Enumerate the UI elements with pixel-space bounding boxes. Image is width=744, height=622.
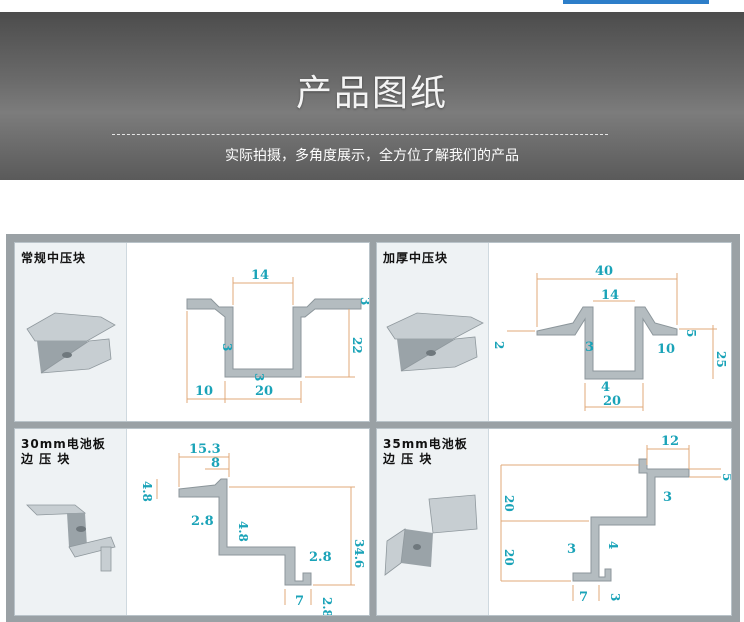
dim-flange-3: 3: [358, 297, 370, 305]
dim-upper-20: 20: [502, 495, 516, 512]
dim-overall-40: 40: [595, 264, 613, 279]
dim-foot-h-2-8: 2.8: [320, 597, 334, 616]
dim-foot-2-8: 2.8: [309, 550, 332, 565]
dim-web-4: 4: [606, 541, 620, 549]
dim-top-15-3: 15.3: [189, 442, 221, 457]
drawing-panel-35mm-end-clamp: 35mm电池板 边 压 块 12 5 20 3 4 3 20 7 3: [376, 428, 732, 616]
drawing-panel-standard-mid-clamp: 常规中压块 14 3 3 22 3 10 20: [14, 242, 370, 422]
dimension-drawing: 15.3 8 4.8 2.8 4.8 34.6 2.8 7 2.8: [140, 442, 366, 616]
top-accent-bar: [563, 0, 709, 4]
dim-lip-2: 2: [492, 341, 506, 349]
dimension-drawing: 14 3 3 22 3 10 20: [186, 268, 370, 403]
dim-wall-3: 3: [220, 343, 234, 351]
panel-title: 35mm电池板 边 压 块: [383, 437, 468, 466]
panel-title: 30mm电池板 边 压 块: [21, 437, 106, 466]
dim-bottom-20: 20: [255, 384, 273, 399]
dim-height-25: 25: [714, 351, 728, 368]
banner-divider: [112, 134, 608, 135]
drawings-grid: 常规中压块 14 3 3 22 3 10 20: [6, 234, 740, 622]
dim-wall-3: 3: [585, 340, 594, 355]
dim-lower-20: 20: [502, 549, 516, 566]
drawing-panel-thick-mid-clamp: 加厚中压块 40 14 2 3 5 10 25 4 20: [376, 242, 732, 422]
dim-left-10: 10: [195, 384, 213, 399]
dim-side-10: 10: [657, 342, 675, 357]
banner-title: 产品图纸: [295, 73, 448, 114]
dimension-drawing: 12 5 20 3 4 3 20 7 3: [500, 434, 732, 605]
product-photo-area: [377, 243, 489, 421]
product-photo-area: [15, 243, 127, 421]
dim-foot-7: 7: [579, 590, 588, 605]
section-banner: 产品图纸 实际拍摄，多角度展示，全方位了解我们的产品: [0, 12, 744, 180]
dim-height-34-6: 34.6: [352, 539, 366, 568]
dim-top-12: 12: [661, 434, 679, 449]
dimension-drawing: 40 14 2 3 5 10 25 4 20: [492, 264, 728, 411]
clamp-photo-icon: [26, 312, 116, 374]
banner-subtitle: 实际拍摄，多角度展示，全方位了解我们的产品: [225, 148, 519, 164]
panel-title: 加厚中压块: [383, 251, 449, 265]
dim-upper-wall-3: 3: [663, 490, 672, 505]
clamp-photo-icon: [386, 312, 484, 372]
panel-title: 常规中压块: [21, 251, 87, 265]
dim-lip-5: 5: [720, 473, 732, 481]
dim-foot-7: 7: [295, 594, 304, 609]
dim-lip-4-8: 4.8: [140, 481, 154, 502]
clamp-photo-icon: [384, 494, 478, 576]
dim-slot-14: 14: [601, 288, 619, 303]
dim-height-22: 22: [350, 337, 364, 354]
dim-flange-5: 5: [684, 329, 698, 337]
drawing-panel-30mm-end-clamp: 30mm电池板 边 压 块 15.3 8 4.8 2.8 4.8 34.6 2.…: [14, 428, 370, 616]
dim-width-14: 14: [251, 268, 269, 283]
dim-base-4: 4: [601, 380, 610, 395]
dim-wall-2-8: 2.8: [191, 514, 214, 529]
dim-web-4-8: 4.8: [236, 521, 250, 542]
dim-lower-wall-3: 3: [567, 542, 576, 557]
clamp-photo-icon: [26, 504, 116, 572]
dim-base-3: 3: [252, 373, 266, 381]
dim-foot-3: 3: [608, 593, 622, 601]
product-photo-area: [377, 429, 489, 615]
product-photo-area: [15, 429, 127, 615]
dim-bottom-20: 20: [603, 394, 621, 409]
dim-top-8: 8: [211, 456, 220, 471]
